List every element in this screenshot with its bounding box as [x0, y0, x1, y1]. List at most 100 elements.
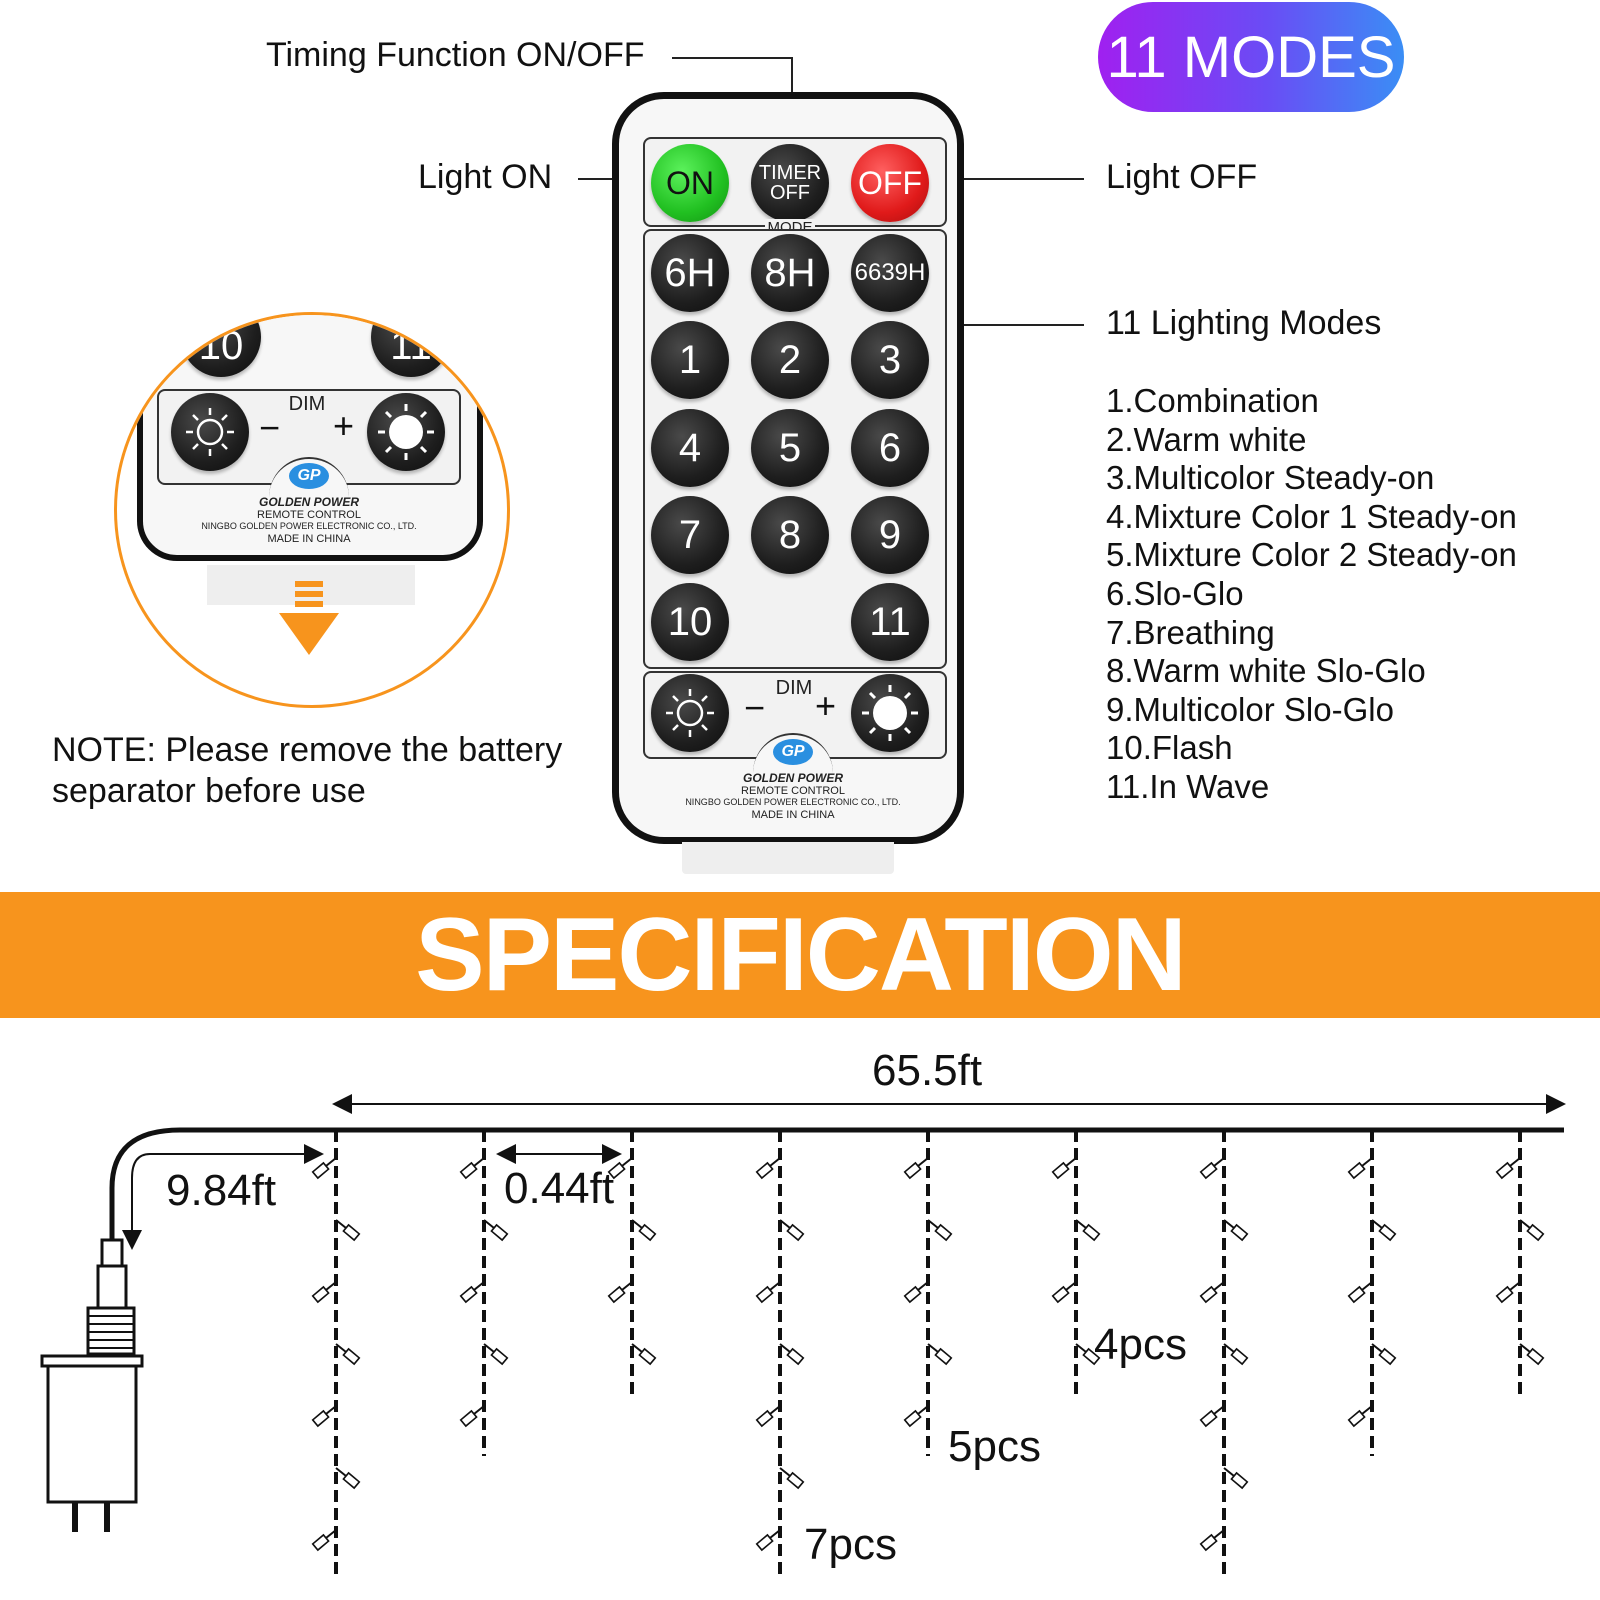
mode-item: 2.Warm white [1106, 420, 1307, 458]
timer-label-line1: TIMER [758, 162, 822, 184]
drop-5pcs-label: 5pcs [948, 1422, 1041, 1471]
mode-8-button[interactable]: 8 [751, 496, 829, 574]
power-adapter-icon [46, 1364, 138, 1504]
inset-dim-down-icon [171, 393, 249, 471]
on-button-label: ON [666, 164, 714, 201]
led-bulb-icon [1051, 1157, 1077, 1180]
zoom-inset: 10 11 DIM − + GP GOLDEN POWER REMOTE CON… [114, 312, 510, 708]
adapter-prong-right [104, 1502, 110, 1532]
mode-item: 3.Multicolor Steady-on [1106, 459, 1435, 497]
led-bulb-icon [311, 1281, 337, 1304]
gp-logo-icon: GP [773, 739, 813, 765]
inset-sun-bright-icon [378, 404, 434, 460]
led-bulb-icon [459, 1405, 485, 1428]
inset-plus-sign: + [333, 405, 355, 446]
led-bulb-icon [1199, 1281, 1225, 1304]
mode-7-label: 7 [678, 512, 702, 557]
led-bulb-icon [311, 1529, 337, 1552]
mode-6-button[interactable]: 6 [851, 409, 929, 487]
timer-6h-button[interactable]: 6H [651, 234, 729, 312]
mode-11-button[interactable]: 11 [851, 583, 929, 661]
leader-light-off [916, 178, 1084, 180]
inset-dim-label: DIM [288, 393, 326, 415]
timer-8h-button[interactable]: 8H [751, 234, 829, 312]
led-bulb-icon [1223, 1219, 1249, 1242]
timer-off-button[interactable]: TIMER OFF [751, 144, 829, 222]
icicle-light-diagram [40, 1094, 1566, 1580]
inset-brand-text: GOLDEN POWER [258, 495, 359, 509]
inset-dim-up-icon [367, 393, 445, 471]
remote-control: ON TIMER OFF OFF MODE 6H 8H 6639H 1 2 3 … [612, 92, 964, 844]
mode-3-button[interactable]: 3 [851, 321, 929, 399]
led-bulb-icon [1223, 1467, 1249, 1490]
pull-down-arrow-icon [279, 581, 339, 655]
dim-up-button[interactable] [851, 674, 929, 752]
mode-item: 9.Multicolor Slo-Glo [1106, 690, 1394, 728]
plug-thread [88, 1315, 134, 1349]
led-bulb-icon [755, 1281, 781, 1304]
mode-5-button[interactable]: 5 [751, 409, 829, 487]
timer-6639h-label: 6639H [854, 259, 926, 286]
mode-2-button[interactable]: 2 [751, 321, 829, 399]
led-bulb-icon [1347, 1281, 1373, 1304]
off-button[interactable]: OFF [851, 144, 929, 222]
leader-lighting-modes [942, 324, 1084, 326]
inset-minus-sign: − [259, 407, 281, 448]
lead-length-label: 9.84ft [166, 1166, 277, 1215]
mode-7-button[interactable]: 7 [651, 496, 729, 574]
timer-6639h-button[interactable]: 6639H [851, 234, 929, 312]
battery-separator-tab [682, 842, 894, 874]
led-bulb-icon [1075, 1219, 1101, 1242]
dim-label: DIM [775, 677, 813, 699]
plug-tip [100, 1238, 124, 1268]
leader-timing-h [672, 57, 792, 59]
origin-text: MADE IN CHINA [751, 809, 835, 821]
main-wire [109, 1127, 1564, 1240]
drop-7pcs-label: 7pcs [804, 1520, 897, 1569]
note-line-1: NOTE: Please remove the battery [52, 731, 563, 769]
mode-1-button[interactable]: 1 [651, 321, 729, 399]
mode-2-label: 2 [778, 337, 802, 382]
timer-label-line2: OFF [770, 182, 810, 204]
led-bulb-icon [1347, 1157, 1373, 1180]
mode-9-button[interactable]: 9 [851, 496, 929, 574]
callout-light-off: Light OFF [1106, 158, 1258, 196]
product-text: REMOTE CONTROL [741, 785, 845, 797]
led-bulb-icon [755, 1529, 781, 1552]
led-bulb-icon [779, 1467, 805, 1490]
mode-9-label: 9 [878, 512, 902, 557]
callout-light-on: Light ON [418, 158, 553, 196]
mode-item: 10.Flash [1106, 729, 1233, 767]
inset-company-text: NINGBO GOLDEN POWER ELECTRONIC CO., LTD. [201, 521, 417, 531]
on-button[interactable]: ON [651, 144, 729, 222]
mode-10-button[interactable]: 10 [651, 583, 729, 661]
led-bulb-icon [631, 1343, 657, 1366]
inset-partial-button-10: 10 [181, 315, 261, 377]
led-bulb-icon [483, 1219, 509, 1242]
led-bulb-icon [459, 1281, 485, 1304]
led-bulb-icon [1495, 1281, 1521, 1304]
mode-6-label: 6 [878, 425, 902, 470]
led-bulb-icon [1347, 1405, 1373, 1428]
inset-partial-button-11: 11 [371, 315, 451, 377]
led-bulb-icon [779, 1219, 805, 1242]
led-bulb-icon [311, 1157, 337, 1180]
led-bulb-icon [459, 1157, 485, 1180]
led-bulb-icon [1371, 1219, 1397, 1242]
mode-item: 7.Breathing [1106, 613, 1275, 651]
mode-4-button[interactable]: 4 [651, 409, 729, 487]
led-bulb-icon [903, 1405, 929, 1428]
inset-sun-dim-icon [186, 408, 234, 456]
timer-6h-label: 6H [664, 250, 716, 295]
dim-down-button[interactable] [651, 674, 729, 752]
drop-4pcs-label: 4pcs [1094, 1320, 1187, 1369]
off-button-label: OFF [858, 164, 922, 201]
led-bulb-icon [607, 1281, 633, 1304]
battery-note: NOTE: Please remove the battery separato… [52, 730, 562, 812]
lead-arrow-curve [122, 1153, 151, 1250]
modes-list: 1.Combination 2.Warm white 3.Multicolor … [1106, 382, 1517, 807]
mode-4-label: 4 [678, 425, 702, 470]
mode-11-label: 11 [869, 599, 911, 644]
mode-item: 4.Mixture Color 1 Steady-on [1106, 497, 1517, 535]
led-bulb-icon [1519, 1343, 1545, 1366]
